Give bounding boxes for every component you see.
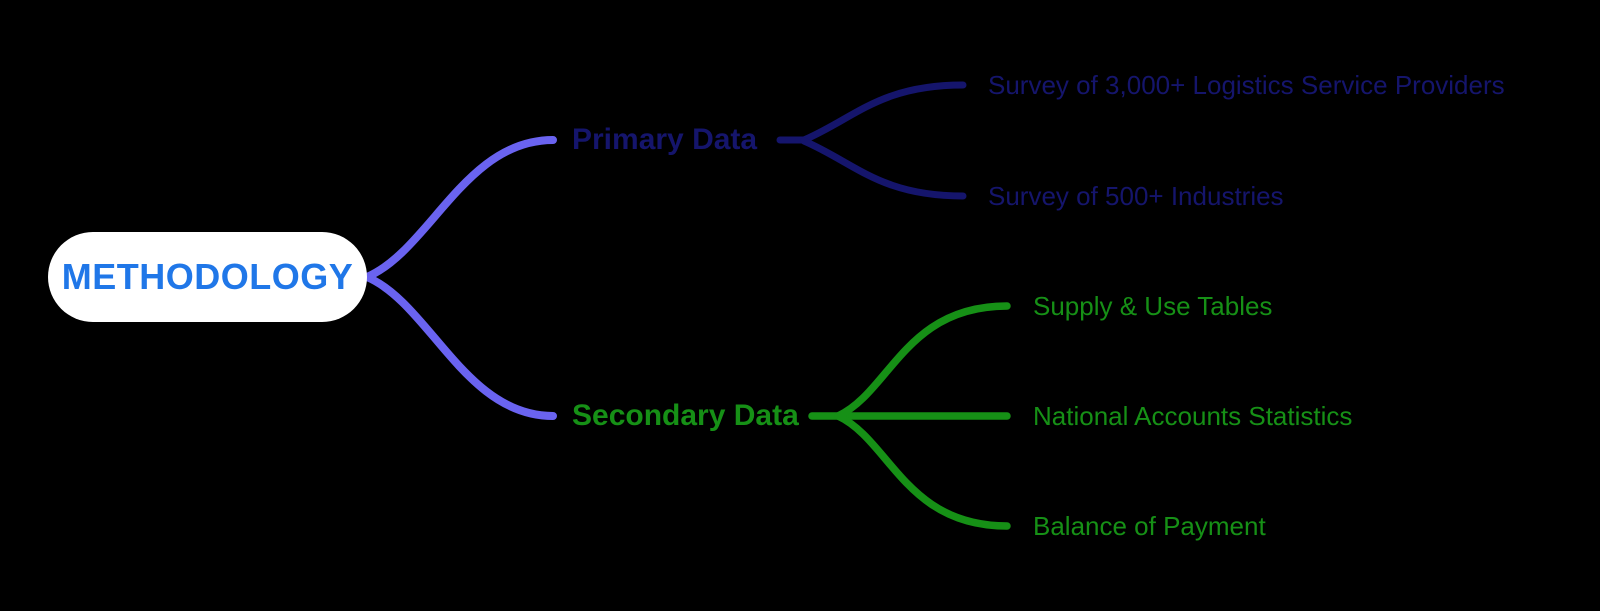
node-survey-500-industries: Survey of 500+ Industries: [988, 181, 1284, 211]
node-methodology-label: METHODOLOGY: [61, 256, 354, 297]
node-secondary-data: Secondary Data: [572, 399, 799, 432]
edge-secondary-to-balance: [834, 412, 1011, 530]
secondary-branch-group: [808, 302, 1011, 530]
edge-secondary-to-supply: [834, 302, 1011, 420]
node-national-accounts-statistics: National Accounts Statistics: [1033, 401, 1353, 431]
edge-root-to-secondary: [363, 273, 557, 420]
root-branch-group: [363, 136, 557, 420]
node-balance-of-payment: Balance of Payment: [1033, 511, 1266, 541]
edge-primary-to-survey-500: [800, 137, 967, 200]
node-supply-use-tables: Supply & Use Tables: [1033, 291, 1273, 321]
primary-branch-group: [776, 81, 967, 200]
node-survey-3000-logistics-providers: Survey of 3,000+ Logistics Service Provi…: [988, 70, 1505, 100]
node-methodology: METHODOLOGY: [48, 232, 367, 322]
edge-primary-to-survey-3000: [800, 81, 967, 144]
node-primary-data: Primary Data: [572, 123, 758, 156]
edge-root-to-primary: [363, 136, 557, 281]
